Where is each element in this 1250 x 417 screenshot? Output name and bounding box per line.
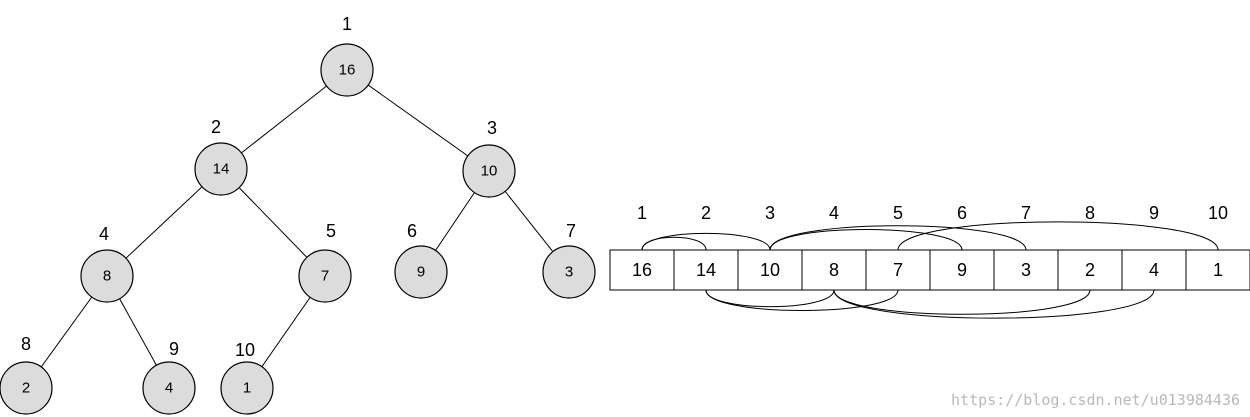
tree-node-value: 7 — [321, 268, 329, 285]
tree-node-value: 4 — [165, 380, 173, 397]
tree-node-index: 6 — [407, 221, 417, 241]
array-cell-2: 14 — [673, 249, 739, 291]
tree-node-9: 49 — [142, 339, 196, 415]
tree-node-index: 3 — [487, 118, 497, 138]
array-cell-1: 16 — [609, 249, 675, 291]
tree-node-circle — [142, 361, 196, 415]
tree-node-circle — [220, 361, 274, 415]
array-index-9: 9 — [1149, 203, 1159, 223]
arc-top-1-3 — [641, 232, 771, 251]
array-arcs — [641, 221, 1219, 319]
array-index-3: 3 — [765, 203, 775, 223]
array-cell-6: 9 — [929, 249, 995, 291]
tree-node-circle — [80, 249, 134, 303]
tree-node-circle — [298, 249, 352, 303]
array-cell-3: 10 — [737, 249, 803, 291]
tree-node-index: 2 — [211, 117, 221, 137]
array-cell-value: 1 — [1213, 260, 1223, 280]
tree-node-value: 10 — [481, 163, 498, 180]
array-cell-9: 4 — [1121, 249, 1187, 291]
tree-node-4: 84 — [80, 224, 134, 303]
array-cell-box — [1121, 249, 1187, 291]
tree-node-6: 96 — [394, 221, 448, 299]
tree-node-value: 1 — [243, 380, 251, 397]
watermark: https://blog.csdn.net/u013984436 — [951, 391, 1240, 409]
array-cell-value: 7 — [893, 260, 903, 280]
arc-top-5-10 — [897, 221, 1219, 251]
tree-node-index: 8 — [21, 334, 31, 354]
array-cell-box — [865, 249, 931, 291]
array-cell-4: 8 — [801, 249, 867, 291]
tree-node-10: 1 10 — [220, 340, 274, 415]
array-index-5: 5 — [893, 203, 903, 223]
array-cell-value: 2 — [1085, 260, 1095, 280]
array-cell-value: 14 — [696, 260, 716, 280]
tree-node-index: 10 — [235, 340, 255, 360]
array-cell-box — [1185, 249, 1250, 291]
arc-bottom-4-9 — [833, 289, 1155, 319]
tree-node-8: 28 — [0, 334, 53, 415]
tree-node-circle — [0, 361, 53, 415]
tree-node-3: 10 3 — [462, 118, 516, 198]
arc-top-3-7 — [769, 225, 1027, 251]
tree-edge-1-2 — [220, 69, 348, 170]
array-cell-value: 3 — [1021, 260, 1031, 280]
tree-node-value: 9 — [417, 264, 425, 281]
array-cell-value: 9 — [957, 260, 967, 280]
array-cell-8: 2 — [1057, 249, 1123, 291]
array-index-4: 4 — [829, 203, 839, 223]
tree-node-value: 8 — [103, 268, 111, 285]
array-cell-10: 1 — [1185, 249, 1250, 291]
array-cell-box — [1057, 249, 1123, 291]
tree-node-2: 14 2 — [194, 117, 248, 196]
arc-bottom-2-4 — [705, 289, 835, 308]
tree-node-circle — [320, 43, 374, 97]
array-cell-box — [609, 249, 675, 291]
tree-node-circle — [542, 245, 596, 299]
arc-bottom-2-5 — [705, 289, 899, 311]
array-cell-box — [929, 249, 995, 291]
array-cell-value: 4 — [1149, 260, 1159, 280]
array-cell-value: 16 — [632, 260, 652, 280]
array-cell-7: 3 — [993, 249, 1059, 291]
arc-top-3-6 — [769, 229, 963, 251]
array-cells: 16 14 10 8 7 9 3 2 4 1 1 2 3 4 5 6 7 8 9 10 — [609, 203, 1250, 291]
tree-node-7: 37 — [542, 221, 596, 299]
tree-node-value: 14 — [213, 161, 230, 178]
array-cell-value: 10 — [760, 260, 780, 280]
tree-node-index: 9 — [169, 339, 179, 359]
tree-node-1: 16 1 — [320, 14, 374, 97]
tree-node-index: 4 — [99, 224, 109, 244]
array-index-8: 8 — [1085, 203, 1095, 223]
tree-node-circle — [394, 245, 448, 299]
tree-edge-1-3 — [346, 69, 490, 172]
array-cell-value: 8 — [829, 260, 839, 280]
array-cell-5: 7 — [865, 249, 931, 291]
array-index-6: 6 — [957, 203, 967, 223]
tree-node-index: 5 — [326, 221, 336, 241]
array-index-1: 1 — [637, 203, 647, 223]
tree-node-value: 3 — [565, 264, 573, 281]
array-index-7: 7 — [1021, 203, 1031, 223]
array-index-2: 2 — [701, 203, 711, 223]
tree-node-value: 2 — [22, 380, 30, 397]
tree-node-index: 1 — [342, 14, 352, 34]
tree-node-circle — [462, 144, 516, 198]
array-cell-box — [673, 249, 739, 291]
tree-node-5: 75 — [298, 221, 352, 303]
arc-bottom-4-8 — [833, 289, 1091, 315]
arc-top-1-2 — [641, 236, 707, 251]
tree-node-index: 7 — [566, 221, 576, 241]
array-cell-box — [993, 249, 1059, 291]
array-index-10: 10 — [1208, 203, 1228, 223]
tree-node-circle — [194, 142, 248, 196]
tree-node-value: 16 — [339, 62, 356, 79]
array-cell-box — [737, 249, 803, 291]
